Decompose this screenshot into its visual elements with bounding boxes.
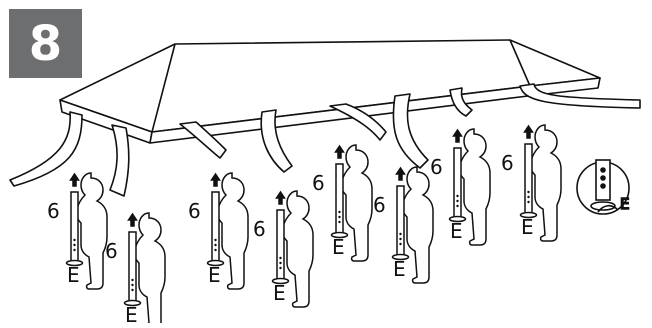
pole-count-label: 6 <box>105 239 118 263</box>
pole-foot-plate <box>391 253 410 261</box>
pole-hole <box>456 194 459 198</box>
worker-with-pole: 6E <box>105 212 166 328</box>
pole-base-detail: E <box>576 159 630 215</box>
pole <box>211 191 220 263</box>
pole-hole <box>338 215 341 219</box>
pole-hole <box>456 204 459 208</box>
worker-figure <box>75 172 108 290</box>
pole-count-label: 6 <box>312 171 325 195</box>
worker-with-pole: 6E <box>188 172 249 290</box>
pole <box>70 191 79 263</box>
arrow-up-icon <box>452 128 463 143</box>
pole-hole <box>214 238 217 242</box>
step-number-badge: 8 <box>9 9 82 78</box>
pole-part-label: E <box>125 303 138 323</box>
pole <box>335 163 344 235</box>
arrow-up-icon <box>127 212 138 227</box>
worker-figure <box>458 128 491 246</box>
worker-with-pole: 6E <box>47 172 108 290</box>
pole-hole <box>73 243 76 247</box>
pole-hole <box>399 232 402 236</box>
pole-count-label: 6 <box>188 199 201 223</box>
pole-part-label: E <box>67 263 80 287</box>
worker-figure <box>133 212 166 328</box>
pole-hole <box>131 288 134 292</box>
pole-part-label: E <box>521 215 534 239</box>
pole-count-label: 6 <box>430 155 443 179</box>
arrow-up-icon <box>395 166 406 181</box>
pole-part-label: E <box>332 235 345 259</box>
pole-foot-plate <box>123 299 142 307</box>
pole-foot-plate <box>271 277 290 285</box>
pole <box>396 185 405 257</box>
pole-hole <box>338 220 341 224</box>
pole-hole <box>131 278 134 282</box>
arrow-up-icon <box>334 144 345 159</box>
pole-foot-plate <box>330 231 349 239</box>
pole-foot-plate <box>519 211 538 219</box>
pole-foot-plate <box>65 259 84 267</box>
detail-part-label: E <box>620 195 629 213</box>
pole-part-label: E <box>273 281 286 305</box>
arrow-up-icon <box>69 172 80 187</box>
pole <box>453 147 462 219</box>
worker-figure <box>340 144 373 262</box>
worker-figure <box>281 190 314 308</box>
pole-hole <box>527 190 530 194</box>
pole-hole <box>73 248 76 252</box>
canopy-roof <box>9 39 641 197</box>
pole-foot-plate <box>206 259 225 267</box>
arrow-up-icon <box>275 190 286 205</box>
worker-with-pole: 6E <box>373 166 434 284</box>
pole-hole <box>527 195 530 199</box>
pole-hole <box>338 210 341 214</box>
pole-hole <box>279 266 282 270</box>
pole-hole <box>73 238 76 242</box>
pole-hole <box>279 256 282 260</box>
worker-with-pole: 6E <box>430 128 491 246</box>
pole-count-label: 6 <box>47 199 60 223</box>
pole-hole <box>527 200 530 204</box>
worker-figure <box>401 166 434 284</box>
pole <box>524 143 533 215</box>
pole-foot-plate <box>448 215 467 223</box>
worker-with-pole: 6E <box>501 124 562 242</box>
pole-part-label: E <box>393 257 406 281</box>
pole-count-label: 6 <box>253 217 266 241</box>
worker-figure <box>529 124 562 242</box>
pole-hole <box>399 237 402 241</box>
pole-hole <box>214 248 217 252</box>
detail-foot-plate <box>590 201 616 211</box>
pole <box>276 209 285 281</box>
step-number: 8 <box>28 15 63 72</box>
pole-hole <box>456 199 459 203</box>
pole-hole <box>214 243 217 247</box>
arrow-up-icon <box>210 172 221 187</box>
pole-hole <box>131 283 134 287</box>
pole-hole <box>399 242 402 246</box>
pole-part-label: E <box>450 219 463 243</box>
worker-with-pole: 6E <box>253 190 314 308</box>
pole-count-label: 6 <box>501 151 514 175</box>
pole-count-label: 6 <box>373 193 386 217</box>
pole <box>128 231 137 303</box>
pole-part-label: E <box>208 263 221 287</box>
worker-figure <box>216 172 249 290</box>
pole-hole <box>279 261 282 265</box>
arrow-up-icon <box>523 124 534 139</box>
worker-with-pole: 6E <box>312 144 373 262</box>
